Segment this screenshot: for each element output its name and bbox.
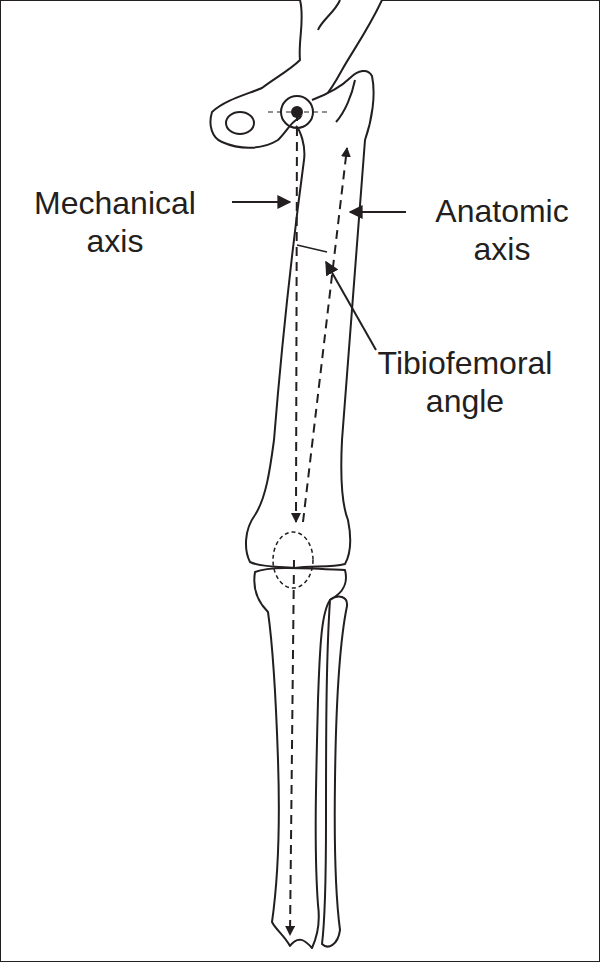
obturator-foramen [226,112,254,134]
trochanter-line [336,80,355,122]
mechanical-axis-line [296,112,297,522]
tibial-axis-line [290,560,294,935]
hip-crosshair [268,111,330,112]
axis-label: Anatomic axis [410,192,594,268]
leader-arrow [232,201,290,203]
pelvis-edge [318,0,340,30]
femur [246,71,374,568]
axis-label: Tibiofemoral angle [350,344,580,420]
anatomic-axis-line [303,148,347,522]
leader-arrow [326,262,376,350]
axis-label: Mechanical axis [8,184,222,260]
fibula [322,597,347,947]
angle-mark [297,245,327,252]
leader-arrow [350,211,406,213]
